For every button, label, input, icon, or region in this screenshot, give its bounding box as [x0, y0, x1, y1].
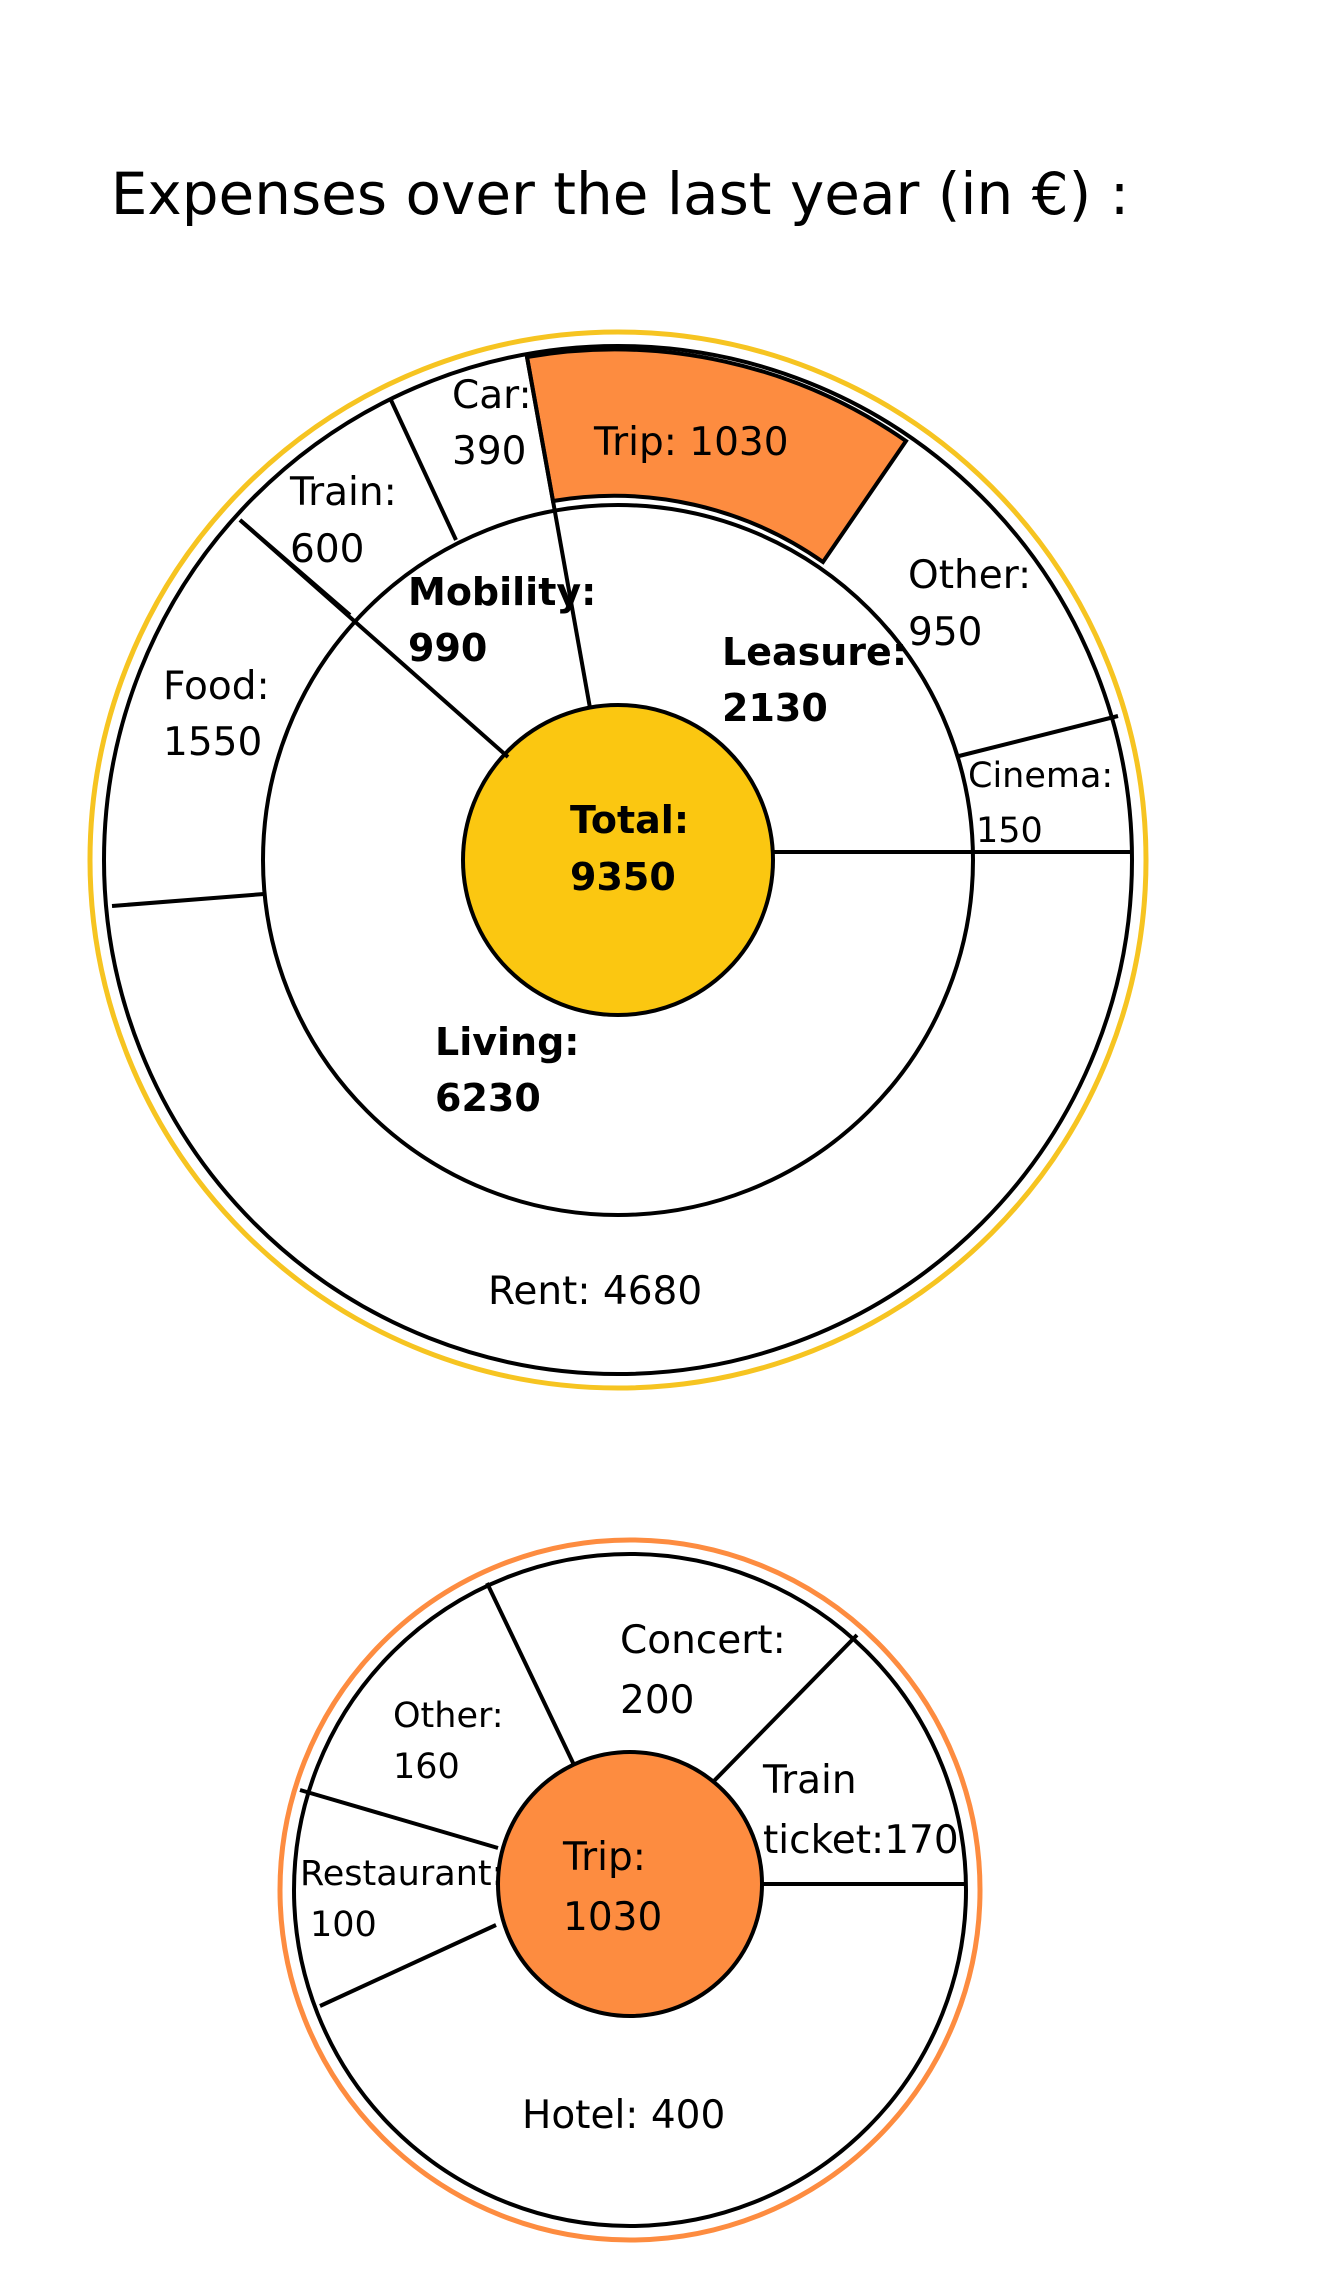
- restaurant-label: Restaurant:: [300, 1854, 503, 1894]
- center-label: Total:: [570, 798, 689, 842]
- other-trip-label: Other:: [393, 1696, 504, 1736]
- other-value: 950: [908, 610, 982, 655]
- other-trip-value: 160: [393, 1747, 460, 1787]
- other-label: Other:: [908, 553, 1031, 598]
- divider-mobility-leasure: [551, 500, 592, 709]
- divider-train-car: [388, 397, 458, 541]
- divider-food-train: [238, 518, 352, 617]
- mobility-label: Mobility:: [408, 570, 596, 614]
- train-ticket-label: Train: [762, 1758, 857, 1803]
- leasure-label: Leasure:: [722, 630, 907, 674]
- trip-donut-chart: Trip: 1030 Concert: 200 Train ticket:170…: [277, 1537, 983, 2243]
- trip-center-value: 1030: [563, 1895, 662, 1940]
- hotel-label: Hotel: 400: [522, 2093, 725, 2138]
- divider-car-trip: [525, 356, 555, 502]
- center-value: 9350: [570, 855, 676, 899]
- restaurant-value: 100: [310, 1905, 377, 1945]
- center-disc-trip[interactable]: [496, 1750, 764, 2018]
- cinema-value: 150: [976, 811, 1043, 851]
- slice-trip-highlight[interactable]: [524, 347, 909, 565]
- divider-other-cinema: [958, 714, 1119, 758]
- food-value: 1550: [163, 720, 262, 765]
- car-label: Car:: [452, 373, 532, 418]
- trip-label: Trip: 1030: [593, 420, 789, 465]
- sunburst-chart: Total: 9350 Mobility: 990 Leasure: 2130 …: [87, 329, 1149, 1391]
- center-disc-total[interactable]: [461, 703, 775, 1017]
- middle-ring-boundary: [261, 503, 975, 1217]
- divider-hotel-restaurant: [319, 1923, 497, 2008]
- mobility-value: 990: [408, 626, 487, 670]
- living-value: 6230: [435, 1076, 541, 1120]
- train-ticket-label2: ticket:170: [763, 1818, 959, 1863]
- concert-value: 200: [620, 1678, 694, 1723]
- cinema-label: Cinema:: [968, 756, 1113, 796]
- train-label: Train:: [289, 470, 397, 515]
- chart-title: Expenses over the last year (in €) :: [110, 160, 1130, 228]
- concert-label: Concert:: [620, 1618, 786, 1663]
- divider-concert-train: [709, 1633, 859, 1786]
- rent-label: Rent: 4680: [488, 1269, 702, 1314]
- trip-center-label: Trip:: [562, 1835, 646, 1880]
- divider-other-concert: [485, 1582, 577, 1768]
- car-value: 390: [452, 429, 526, 474]
- divider-restaurant-other: [299, 1788, 499, 1850]
- food-label: Food:: [163, 664, 270, 709]
- divider-rent-food: [111, 892, 265, 908]
- leasure-value: 2130: [722, 686, 828, 730]
- train-value: 600: [290, 527, 364, 572]
- living-label: Living:: [435, 1020, 580, 1064]
